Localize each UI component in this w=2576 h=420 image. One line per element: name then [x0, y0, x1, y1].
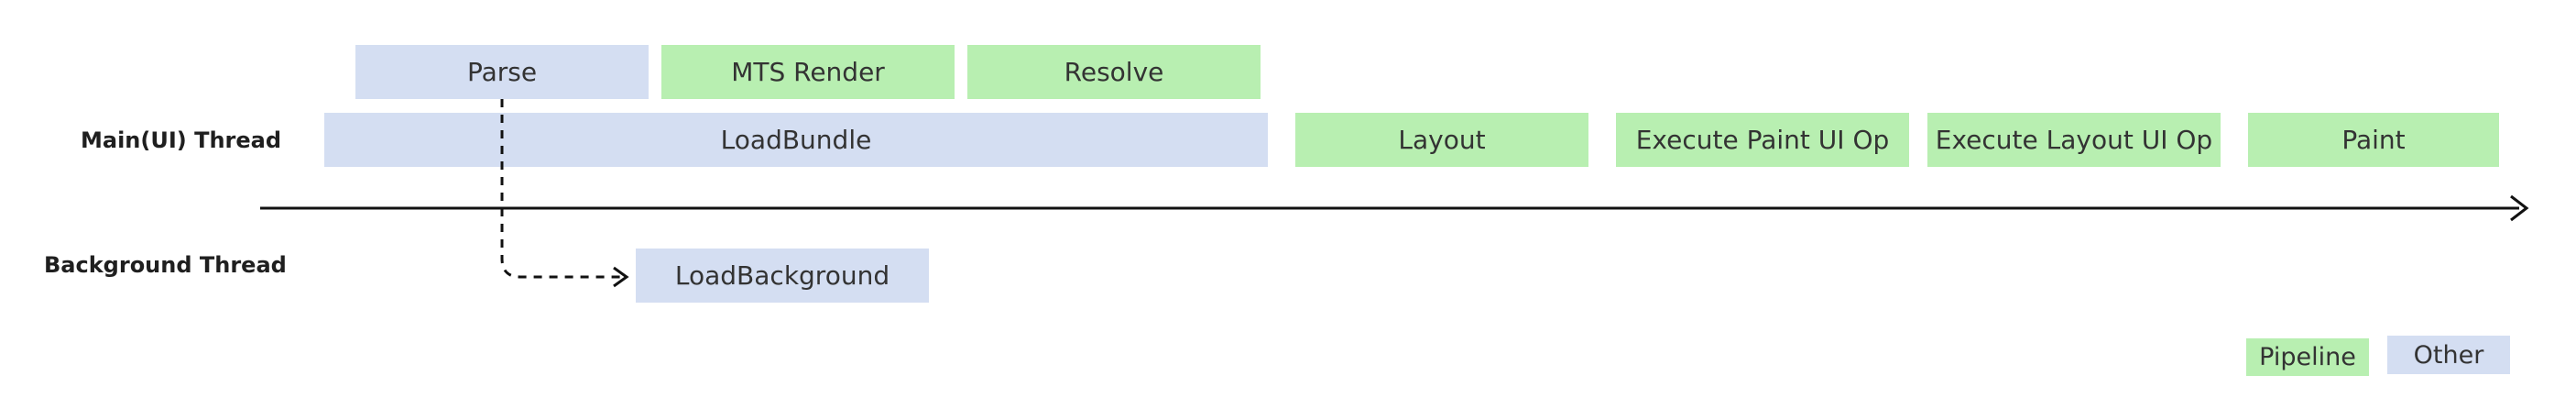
- resolve-block: Resolve: [967, 45, 1261, 99]
- legend-pipeline: Pipeline: [2246, 338, 2369, 376]
- load-bundle-block: LoadBundle: [324, 113, 1268, 167]
- load-background-block: LoadBackground: [636, 249, 929, 303]
- mts-render-block: MTS Render: [661, 45, 955, 99]
- layout-block: Layout: [1295, 113, 1588, 167]
- legend-other: Other: [2387, 336, 2510, 374]
- load-background-arrowhead: [613, 266, 629, 288]
- timeline-axis-arrowhead: [2510, 194, 2529, 222]
- main-thread-label: Main(UI) Thread: [81, 127, 282, 153]
- parse-block: Parse: [355, 45, 649, 99]
- execute-paint-ui-op-block: Execute Paint UI Op: [1616, 113, 1909, 167]
- paint-block: Paint: [2248, 113, 2499, 167]
- execute-layout-ui-op-block: Execute Layout UI Op: [1927, 113, 2221, 167]
- background-thread-label: Background Thread: [44, 252, 287, 278]
